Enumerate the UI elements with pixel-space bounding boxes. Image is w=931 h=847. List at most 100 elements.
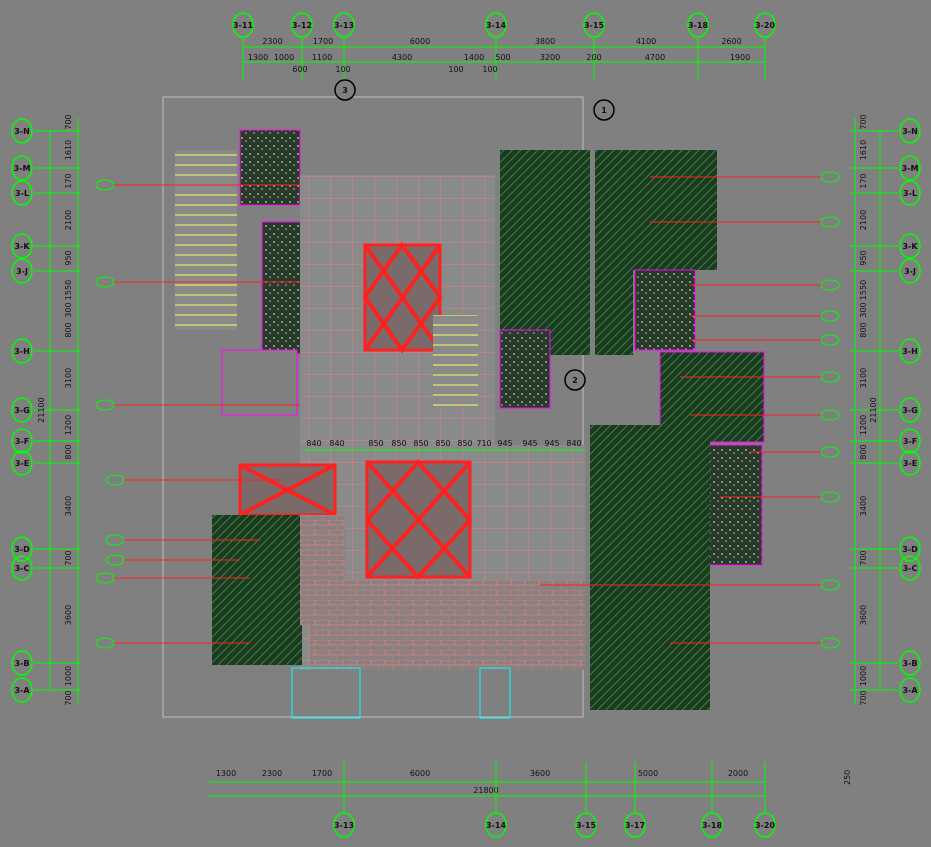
dimension-text: 1610 — [859, 140, 868, 160]
callout-marker — [820, 371, 840, 383]
dimension-text: 100 — [482, 65, 497, 74]
dimension-text: 3400 — [859, 496, 868, 516]
right-axis-bubble — [899, 650, 921, 676]
dimension-text: 4300 — [392, 53, 412, 62]
callout-marker — [820, 216, 840, 228]
top-axis-label: 3-15 — [584, 21, 604, 30]
dimension-text: 945 — [522, 439, 537, 448]
dimension-text: 1300 — [216, 769, 236, 778]
bottom-axis-bubble — [485, 812, 507, 838]
dimension-text: 3600 — [859, 605, 868, 625]
left-axis-bubble — [11, 155, 33, 181]
dimension-text: 800 — [859, 322, 868, 337]
dimension-text: 600 — [292, 65, 307, 74]
floor-plan — [162, 96, 765, 719]
dimension-text: 850 — [435, 439, 450, 448]
dimension-text: 3600 — [64, 605, 73, 625]
dimension-text: 100 — [335, 65, 350, 74]
left-axis-bubble — [11, 555, 33, 581]
left-axis-bubble — [11, 258, 33, 284]
left-axis-label: 3-L — [15, 189, 29, 198]
dimension-text: 850 — [413, 439, 428, 448]
left-axis-label: 3-M — [14, 164, 31, 173]
bottom-axis-bubble — [333, 812, 355, 838]
dimension-text: 700 — [64, 114, 73, 129]
dimension-text: 850 — [368, 439, 383, 448]
bottom-axis-bubble — [754, 812, 776, 838]
dimension-text: 4700 — [645, 53, 665, 62]
dimension-text: 840 — [329, 439, 344, 448]
right-axis-label: 3-J — [904, 267, 916, 276]
section-mark-icon — [593, 99, 615, 121]
left-axis-label: 3-K — [14, 242, 30, 251]
right-axis-bubble — [899, 397, 921, 423]
top-axis-label: 3-13 — [334, 21, 354, 30]
dimension-total: 21100 — [869, 397, 878, 422]
dimension-text: 800 — [859, 444, 868, 459]
right-axis-label: 3-L — [903, 189, 917, 198]
right-axis-bubble — [899, 428, 921, 454]
dimension-text: 4100 — [636, 37, 656, 46]
top-axis-label: 3-18 — [688, 21, 708, 30]
dimension-text: 170 — [859, 173, 868, 188]
dimension-text: 840 — [306, 439, 321, 448]
dimension-text: 700 — [64, 690, 73, 705]
dimension-text: 700 — [859, 690, 868, 705]
dimension-total: 21800 — [473, 786, 498, 795]
dimension-text: 950 — [64, 250, 73, 265]
bottom-axis-label: 3-14 — [486, 821, 506, 830]
callout-marker — [820, 409, 840, 421]
top-axis-label: 3-11 — [233, 21, 253, 30]
right-axis-bubble — [899, 536, 921, 562]
right-axis-bubble — [899, 450, 921, 476]
left-axis-bubble — [11, 180, 33, 206]
dimension-text: 5000 — [638, 769, 658, 778]
bottom-axis-label: 3-17 — [625, 821, 645, 830]
right-axis-bubble — [899, 677, 921, 703]
dimension-text: 1900 — [730, 53, 750, 62]
dimension-text: 1300 — [248, 53, 268, 62]
dimension-text: 3100 — [64, 368, 73, 388]
dimension-text: 700 — [64, 550, 73, 565]
top-axis-label: 3-14 — [486, 21, 506, 30]
left-axis-label: 3-A — [14, 686, 30, 695]
left-axis-bubble — [11, 233, 33, 259]
callout-marker — [820, 279, 840, 291]
bottom-axis-label: 3-15 — [576, 821, 596, 830]
dimension-text: 700 — [859, 114, 868, 129]
dimension-text: 1000 — [859, 666, 868, 686]
right-axis-label: 3-F — [903, 437, 917, 446]
dimension-text: 2300 — [262, 37, 282, 46]
dimension-text: 1100 — [312, 53, 332, 62]
dimension-text: 1550 — [859, 280, 868, 300]
right-axis-bubble — [899, 180, 921, 206]
dimension-text: 2600 — [721, 37, 741, 46]
callout-marker — [820, 491, 840, 503]
right-axis-label: 3-K — [902, 242, 918, 251]
bottom-axis-label: 3-13 — [334, 821, 354, 830]
left-axis-label: 3-H — [14, 347, 30, 356]
dimension-text: 950 — [859, 250, 868, 265]
dimension-text: 850 — [457, 439, 472, 448]
right-axis-bubble — [899, 258, 921, 284]
dimension-text: 300 — [64, 302, 73, 317]
right-axis-bubble — [899, 233, 921, 259]
dimension-text: 1700 — [313, 37, 333, 46]
left-axis-label: 3-D — [14, 545, 30, 554]
left-axis-bubble — [11, 536, 33, 562]
dimension-text: 945 — [497, 439, 512, 448]
dimension-text: 6000 — [410, 37, 430, 46]
right-axis-label: 3-C — [903, 564, 918, 573]
callout-marker — [820, 171, 840, 183]
dimension-text: 800 — [64, 322, 73, 337]
dimension-text: 1000 — [274, 53, 294, 62]
dimension-text: 2000 — [728, 769, 748, 778]
callout-marker — [820, 579, 840, 591]
callout-marker — [820, 637, 840, 649]
dimension-text: 1200 — [64, 415, 73, 435]
dimension-text: 1700 — [312, 769, 332, 778]
right-axis-label: 3-D — [902, 545, 918, 554]
dimension-text: 3800 — [535, 37, 555, 46]
